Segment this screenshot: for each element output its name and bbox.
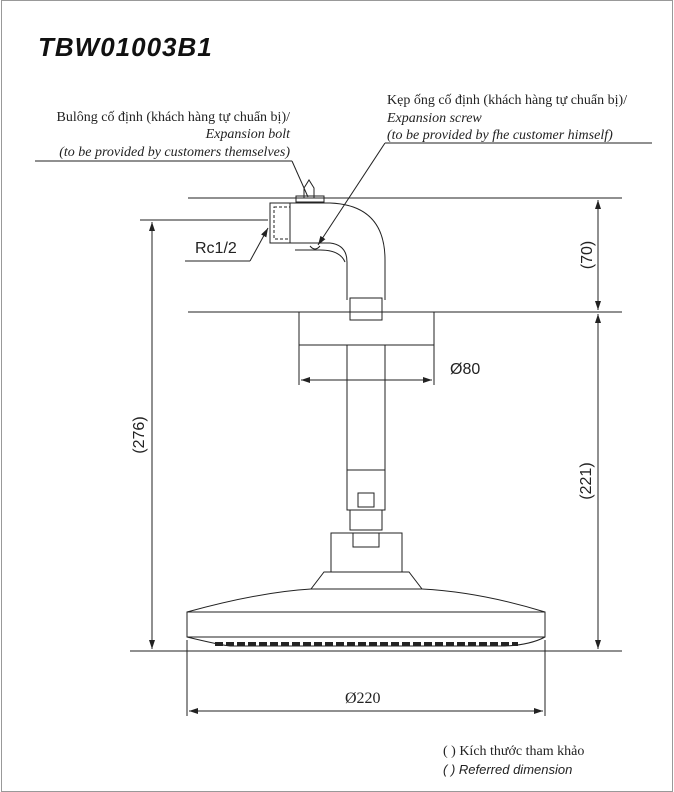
dim-221: (221) [578,462,595,500]
expansion-bolt [303,179,315,198]
elbow-fitting [269,202,386,321]
legend-vi: ( ) Kích thước tham khảo [443,744,585,759]
bolt-label-note: (to be provided by customers themselves) [59,145,290,160]
screw-label-note: (to be provided by fhe customer himself) [387,128,613,143]
dim-70: (70) [579,240,596,270]
dim-276: (276) [131,416,148,454]
connector [346,469,386,531]
thread-label: Rc1/2 [195,240,237,257]
dim-80: Ø80 [450,361,481,378]
bolt-label-vi: Bulông cố định (khách hàng tự chuẩn bị)/ [56,110,290,125]
head-cone [309,571,424,590]
shower-head [186,588,546,647]
dim-220: Ø220 [345,690,381,707]
bolt-label-en: Expansion bolt [205,127,290,142]
screw-label-vi: Kẹp ống cố định (khách hàng tự chuẩn bị)… [387,93,628,108]
screw-label-en: Expansion screw [387,111,482,126]
legend-en: ( ) Referred dimension [443,762,573,777]
model-title: TBW01003B1 [38,32,213,62]
flange [298,311,435,346]
ball-joint [330,532,403,573]
pipe [346,344,386,471]
